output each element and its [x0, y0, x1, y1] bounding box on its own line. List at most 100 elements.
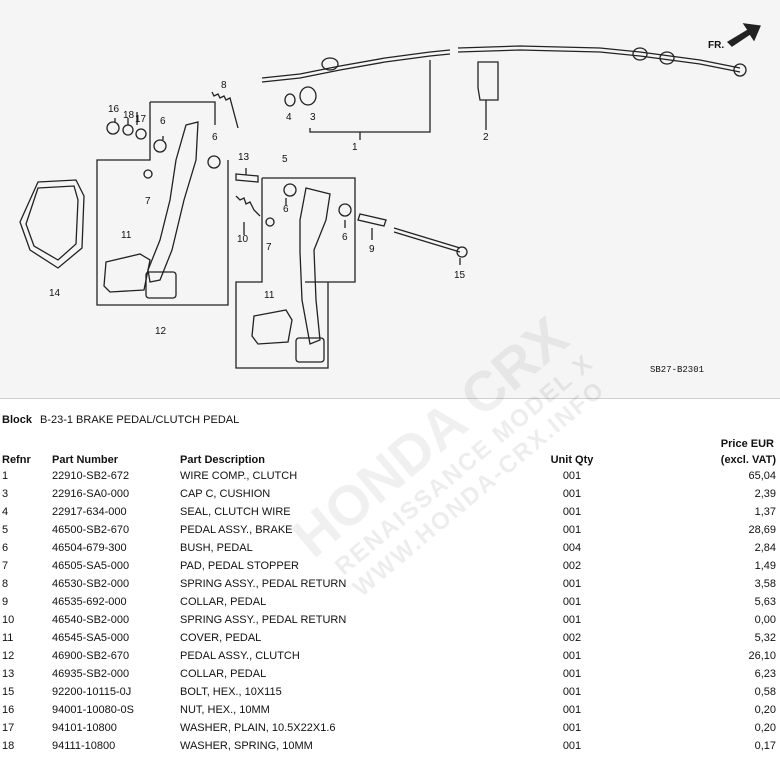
callout-label: 17: [135, 114, 147, 125]
cell-qty: 001: [562, 668, 582, 680]
cell-qty: 004: [562, 542, 582, 554]
cell-part-number: 46504-679-300: [52, 542, 127, 554]
cell-description: COLLAR, PEDAL: [180, 596, 267, 608]
cell-qty: 001: [562, 740, 582, 752]
cell-qty: 001: [562, 650, 582, 662]
callout-label: 7: [145, 196, 151, 207]
col-header-description: Part Description: [180, 454, 265, 466]
cell-refnr: 6: [2, 542, 9, 554]
diagram-callouts: 1 2 3 4 5 6 6 6 6 7 7 8 9 10 11 11 12 13…: [49, 40, 724, 375]
callout-label: 16: [108, 104, 120, 115]
cell-description: WIRE COMP., CLUTCH: [180, 470, 298, 482]
cell-part-number: 46900-SB2-670: [52, 650, 130, 662]
cell-refnr: 16: [2, 704, 15, 716]
cell-part-number: 46505-SA5-000: [52, 560, 130, 572]
cell-description: PAD, PEDAL STOPPER: [180, 560, 300, 572]
cell-price: 26,10: [748, 650, 776, 662]
callout-label: 12: [155, 326, 167, 337]
cell-refnr: 10: [2, 614, 15, 626]
callout-label: 6: [342, 232, 348, 243]
cell-qty: 001: [562, 524, 582, 536]
callout-label: 4: [286, 112, 292, 123]
cell-refnr: 4: [2, 506, 9, 518]
cell-refnr: 9: [2, 596, 9, 608]
table-header-row: Refnr Part Number Part Description Unit …: [0, 453, 780, 467]
cell-part-number: 22910-SB2-672: [52, 470, 130, 482]
cell-qty: 001: [562, 614, 582, 626]
cell-part-number: 46935-SB2-000: [52, 668, 130, 680]
col-header-part-number: Part Number: [52, 454, 119, 466]
cell-price: 0,00: [754, 614, 776, 626]
cell-part-number: 22917-634-000: [52, 506, 127, 518]
cell-part-number: 46540-SB2-000: [52, 614, 130, 626]
cell-description: CAP C, CUSHION: [180, 488, 271, 500]
parts-table: Refnr Part Number Part Description Unit …: [0, 453, 780, 755]
cell-refnr: 13: [2, 668, 15, 680]
cell-refnr: 18: [2, 740, 15, 752]
callout-label: 1: [352, 142, 358, 153]
table-row[interactable]: 16 94001-10080-0S NUT, HEX., 10MM 001 0,20: [0, 701, 780, 719]
callout-label: 14: [49, 288, 61, 299]
cell-part-number: 92200-10115-0J: [52, 686, 132, 698]
callout-label: 2: [483, 132, 489, 143]
callout-label: 5: [282, 154, 288, 165]
cell-qty: 001: [562, 722, 582, 734]
callout-label: 13: [238, 152, 250, 163]
callout-label: 9: [369, 244, 375, 255]
cell-part-number: 46530-SB2-000: [52, 578, 130, 590]
cell-description: NUT, HEX., 10MM: [180, 704, 270, 716]
cell-part-number: 94111-10800: [52, 740, 116, 752]
cell-price: 5,63: [754, 596, 776, 608]
cell-price: 28,69: [748, 524, 776, 536]
col-header-price: (excl. VAT): [720, 454, 776, 466]
cell-part-number: 94101-10800: [52, 722, 117, 734]
cell-qty: 001: [562, 596, 582, 608]
cell-price: 0,17: [754, 740, 776, 752]
cell-price: 0,20: [754, 722, 776, 734]
cell-part-number: 46545-SA5-000: [52, 632, 130, 644]
callout-label: 6: [212, 132, 218, 143]
front-direction-label: FR.: [708, 40, 724, 51]
callout-label: 6: [160, 116, 166, 127]
cell-qty: 001: [562, 578, 582, 590]
col-header-qty: Unit Qty: [550, 454, 594, 466]
cell-qty: 001: [562, 506, 582, 518]
callout-label: 11: [264, 290, 275, 301]
cell-refnr: 17: [2, 722, 15, 734]
cell-price: 0,20: [754, 704, 776, 716]
cell-description: SEAL, CLUTCH WIRE: [180, 506, 291, 518]
cell-part-number: 46500-SB2-670: [52, 524, 130, 536]
cell-part-number: 22916-SA0-000: [52, 488, 130, 500]
figure-code: SB27-B2301: [650, 365, 704, 375]
cell-description: BOLT, HEX., 10X115: [180, 686, 282, 698]
cell-price: 0,58: [754, 686, 776, 698]
cell-description: COVER, PEDAL: [180, 632, 262, 644]
col-header-refnr: Refnr: [2, 454, 31, 466]
callout-label: 18: [123, 110, 135, 121]
cell-price: 1,49: [754, 560, 776, 572]
cell-price: 3,58: [754, 578, 776, 590]
cell-price: 65,04: [748, 470, 776, 482]
cell-price: 2,84: [754, 542, 776, 554]
cell-price: 2,39: [754, 488, 776, 500]
cell-qty: 001: [562, 704, 582, 716]
cell-refnr: 7: [2, 560, 9, 572]
cell-qty: 002: [562, 632, 582, 644]
cell-part-number: 94001-10080-0S: [52, 704, 134, 716]
price-header-line1: Price EUR: [720, 438, 774, 450]
